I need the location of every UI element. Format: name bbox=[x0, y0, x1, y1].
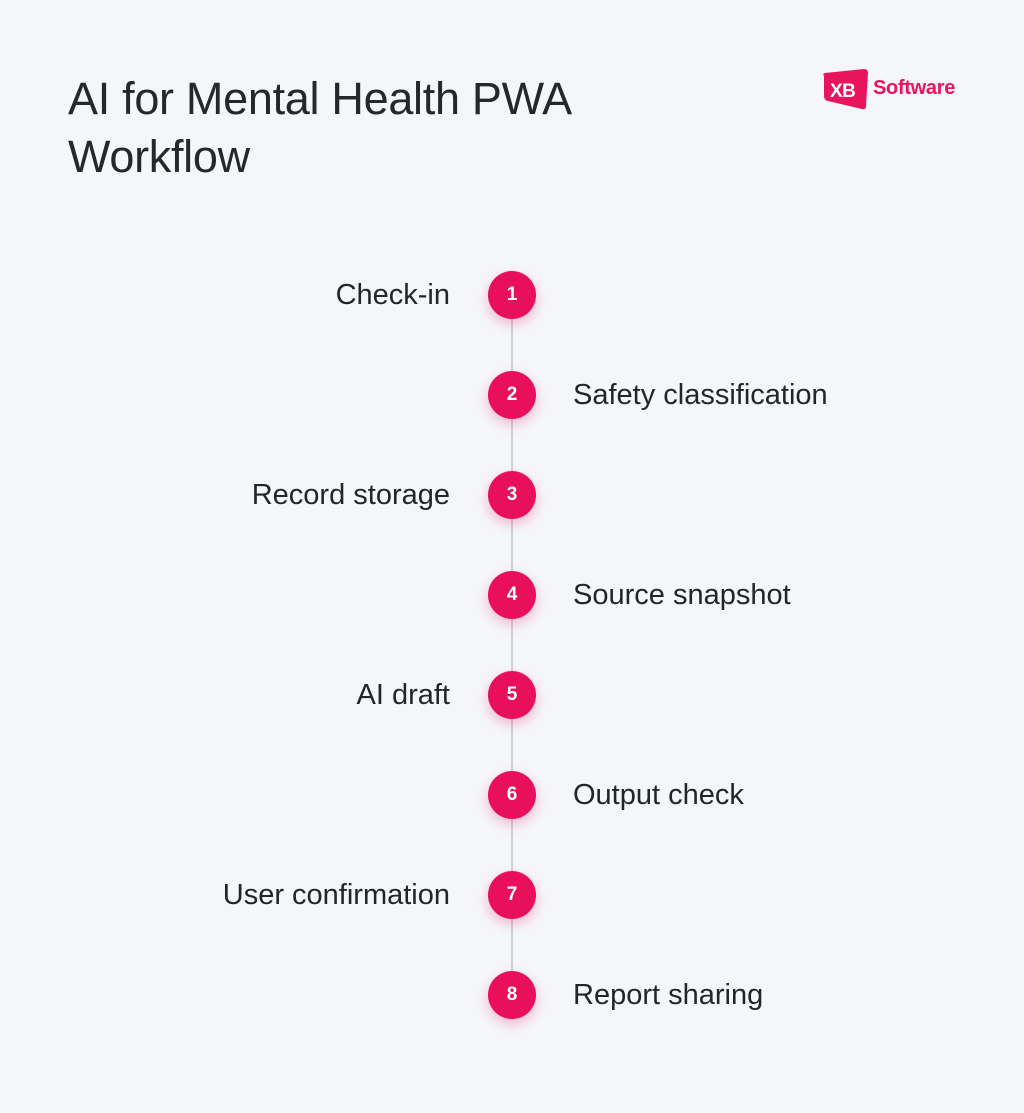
logo-wordmark: Software bbox=[873, 77, 956, 99]
step-label: Record storage bbox=[251, 479, 450, 511]
workflow-step-3: 3 Record storage bbox=[0, 470, 1024, 520]
workflow-step-5: 5 AI draft bbox=[0, 670, 1024, 720]
logo-badge-shape bbox=[823, 69, 868, 110]
brand-logo: XB Software bbox=[818, 64, 968, 116]
step-label: Safety classification bbox=[573, 379, 828, 411]
step-number-badge: 5 bbox=[488, 671, 536, 719]
step-number-badge: 2 bbox=[488, 371, 536, 419]
workflow-step-7: 7 User confirmation bbox=[0, 870, 1024, 920]
step-label: Output check bbox=[573, 779, 744, 811]
step-number-badge: 4 bbox=[488, 571, 536, 619]
step-label: AI draft bbox=[356, 679, 451, 711]
step-label: Check-in bbox=[335, 279, 450, 311]
title-line-1: AI for Mental Health PWA bbox=[68, 73, 572, 124]
step-number-badge: 7 bbox=[488, 871, 536, 919]
workflow-step-8: 8 Report sharing bbox=[0, 970, 1024, 1020]
workflow-step-6: 6 Output check bbox=[0, 770, 1024, 820]
step-number-badge: 3 bbox=[488, 471, 536, 519]
workflow-step-2: 2 Safety classification bbox=[0, 370, 1024, 420]
workflow-step-1: 1 Check-in bbox=[0, 270, 1024, 320]
page-title: AI for Mental Health PWA Workflow bbox=[68, 70, 708, 186]
step-label: Source snapshot bbox=[573, 579, 791, 611]
logo-initials: XB bbox=[830, 81, 856, 102]
step-number-badge: 1 bbox=[488, 271, 536, 319]
logo-badge-icon: XB bbox=[820, 68, 872, 114]
step-number-badge: 6 bbox=[488, 771, 536, 819]
step-number-badge: 8 bbox=[488, 971, 536, 1019]
step-label: Report sharing bbox=[573, 979, 764, 1011]
title-line-2: Workflow bbox=[68, 131, 250, 182]
timeline-connector-line bbox=[511, 296, 513, 996]
step-label: User confirmation bbox=[222, 879, 450, 911]
workflow-step-4: 4 Source snapshot bbox=[0, 570, 1024, 620]
